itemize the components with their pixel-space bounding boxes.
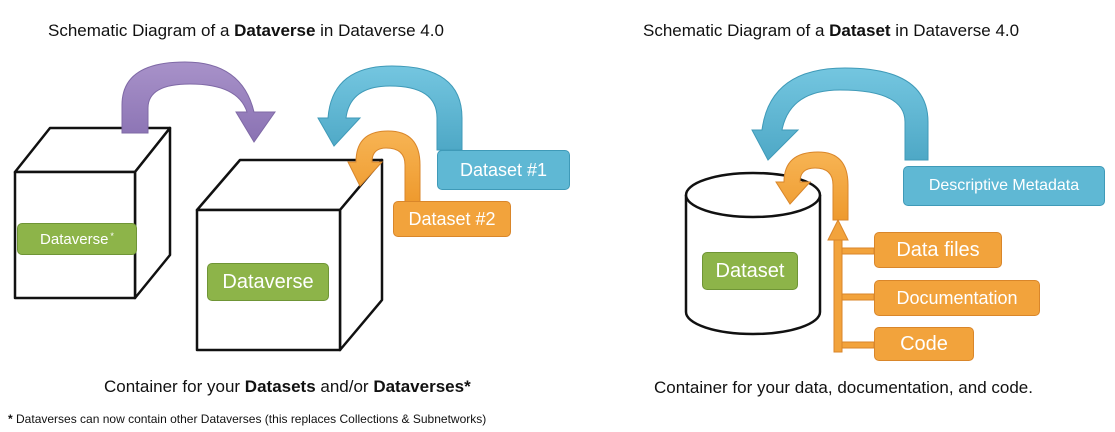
dataset2-text: Dataset #2 xyxy=(408,208,496,229)
small-dataverse-label: Dataverse* xyxy=(17,223,137,255)
dataset1-text: Dataset #1 xyxy=(459,159,548,180)
code-text: Code xyxy=(900,332,948,355)
blue-arrow-dataset1 xyxy=(317,65,463,151)
small-dataverse-text: Dataverse xyxy=(40,230,109,248)
left-title-bold: Dataverse xyxy=(234,21,316,40)
left-diagram-title: Schematic Diagram of a Dataverse in Data… xyxy=(48,21,444,41)
descriptive-metadata-label: Descriptive Metadata xyxy=(903,166,1105,206)
left-caption-mid: and/or xyxy=(315,377,374,396)
left-caption: Container for your Datasets and/or Datav… xyxy=(104,377,471,397)
data-files-text: Data files xyxy=(896,238,980,261)
right-caption: Container for your data, documentation, … xyxy=(654,378,1033,398)
small-dataverse-cube xyxy=(13,126,172,300)
big-dataverse-cube xyxy=(195,158,384,352)
big-dataverse-label: Dataverse xyxy=(207,263,329,301)
documentation-label: Documentation xyxy=(874,280,1040,316)
orange-arrow-cylinder xyxy=(775,151,849,221)
cylinder-dataset-label: Dataset xyxy=(702,252,798,290)
blue-arrow-metadata xyxy=(751,67,929,161)
left-caption-bold-dataverses: Dataverses* xyxy=(373,377,471,396)
right-title-bold: Dataset xyxy=(829,21,891,40)
left-caption-prefix: Container for your xyxy=(104,377,245,396)
documentation-text: Documentation xyxy=(896,287,1018,308)
right-title-suffix: in Dataverse 4.0 xyxy=(890,21,1020,40)
footnote-star: * xyxy=(8,412,17,426)
dataset2-label: Dataset #2 xyxy=(393,201,511,237)
descriptive-metadata-text: Descriptive Metadata xyxy=(928,177,1080,194)
big-dataverse-text: Dataverse xyxy=(222,270,314,293)
right-caption-text: Container for your data, documentation, … xyxy=(654,378,1033,397)
right-title-prefix: Schematic Diagram of a xyxy=(643,21,830,40)
footnote: * Dataverses can now contain other Datav… xyxy=(8,412,486,426)
small-dataverse-asterisk: * xyxy=(110,231,114,241)
orange-arrow-dataset2 xyxy=(347,130,421,203)
right-diagram-title: Schematic Diagram of a Dataset in Datave… xyxy=(643,21,1019,41)
dataset1-label: Dataset #1 xyxy=(437,150,570,190)
footnote-text: Dataverses can now contain other Dataver… xyxy=(16,412,487,426)
purple-arrow xyxy=(121,61,276,143)
left-title-prefix: Schematic Diagram of a xyxy=(48,21,235,40)
cylinder-dataset-text: Dataset xyxy=(715,259,785,282)
orange-branch-connector xyxy=(827,218,875,353)
data-files-label: Data files xyxy=(874,232,1002,268)
code-label: Code xyxy=(874,327,974,361)
left-title-suffix: in Dataverse 4.0 xyxy=(315,21,444,40)
left-caption-bold-datasets: Datasets xyxy=(244,377,316,396)
